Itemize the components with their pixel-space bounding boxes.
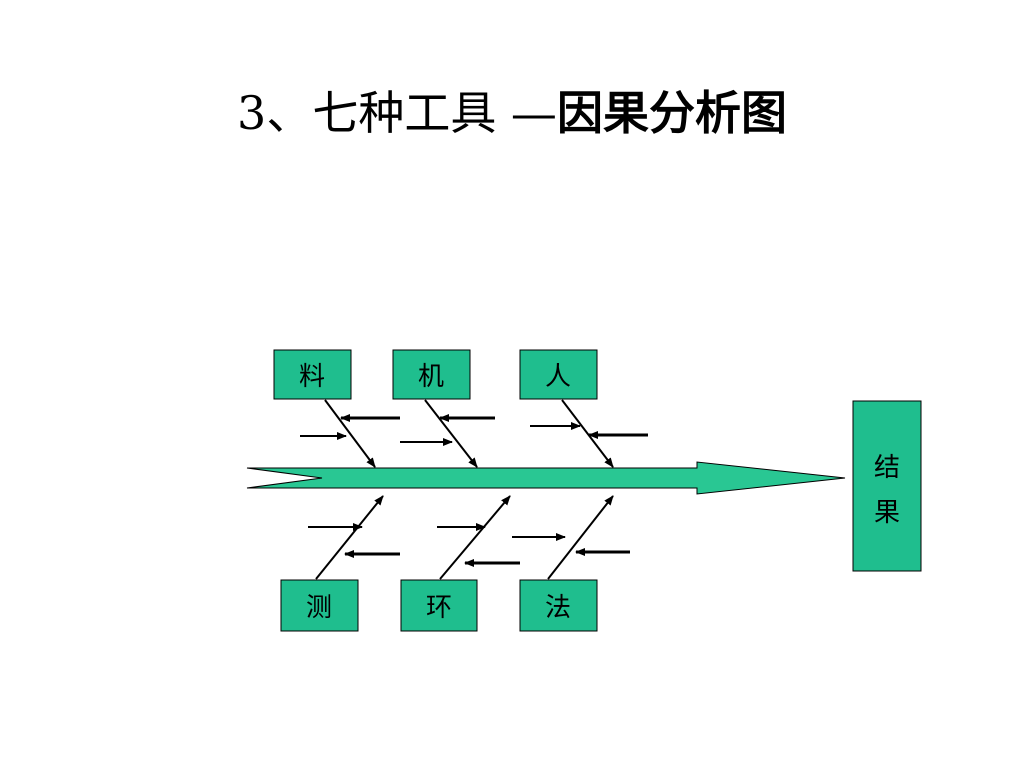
slide-title: 3、七种工具 —因果分析图 <box>0 78 1024 148</box>
bone-method <box>547 495 614 580</box>
bone-material <box>324 399 376 468</box>
cause-label-measurement: 测 <box>306 593 332 623</box>
result-box: 结 果 <box>852 400 922 572</box>
cause-label-method: 法 <box>545 593 571 623</box>
cause-box-man: 人 <box>519 349 598 400</box>
bone-machine <box>424 399 478 468</box>
cause-box-measurement: 测 <box>280 579 359 632</box>
result-label-char-1: 结 <box>874 453 900 483</box>
bone-man <box>561 399 614 468</box>
cause-label-machine: 机 <box>418 362 444 392</box>
main-spine-arrow <box>246 461 846 495</box>
bone-measurement <box>315 495 384 580</box>
title-prefix: 3、七种工具 — <box>237 86 557 140</box>
cause-box-material: 料 <box>273 349 352 400</box>
cause-box-method: 法 <box>519 579 598 632</box>
cause-label-material: 料 <box>299 362 325 392</box>
bone-environment <box>439 495 511 580</box>
title-emphasis: 因果分析图 <box>556 86 787 140</box>
cause-box-machine: 机 <box>392 349 471 400</box>
result-label-char-2: 果 <box>874 498 900 528</box>
cause-box-environment: 环 <box>400 579 478 632</box>
cause-label-man: 人 <box>545 362 571 392</box>
cause-label-environment: 环 <box>426 593 452 623</box>
